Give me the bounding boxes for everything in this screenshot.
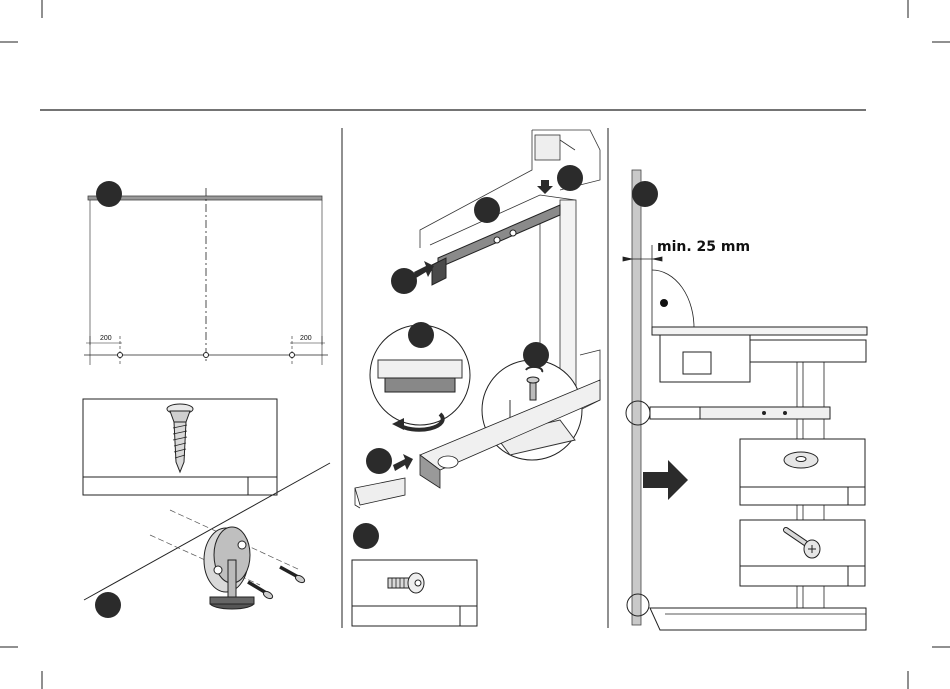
panel-left: 200 200 [83,181,330,618]
rail-bracket [432,258,446,285]
parts-box-screw [83,399,277,495]
down-arrow-icon [537,180,553,194]
parts-box-washer [740,439,865,505]
parts-box-bolt [352,560,477,626]
step-badge [557,165,583,191]
step-badge [408,322,434,348]
next-step-arrow-icon [643,460,688,500]
step-badge [523,342,549,368]
step-badge [95,592,121,618]
angle-marker [660,299,668,307]
step-badge [96,181,122,207]
step-badge [353,523,379,549]
dimension-left-label: 200 [100,335,112,342]
wall [632,170,641,625]
push-arrow-icon [414,261,434,278]
push-arrow-icon [393,454,413,471]
step-badge [632,181,658,207]
panel-middle [352,130,600,626]
dimension-right-label: 200 [300,335,312,342]
step-badge [366,448,392,474]
clearance-label: min. 25 mm [657,239,750,255]
tabletop-plan [84,188,328,365]
desktop [652,327,867,335]
washer-icon [784,452,818,468]
leveling-foot-icon [204,527,254,609]
step-badge [391,268,417,294]
step-badge [474,197,500,223]
parts-box-pan-screw [740,520,865,586]
panel-right: min. 25 mm [623,170,867,630]
desk-base [650,608,866,630]
